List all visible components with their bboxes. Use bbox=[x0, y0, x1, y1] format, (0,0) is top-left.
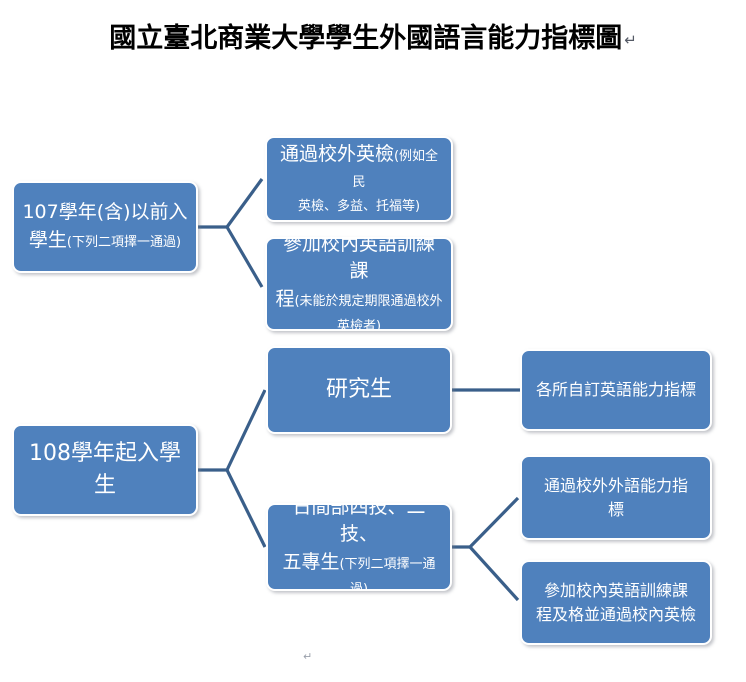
node-pass-external-language-indicator-line2: 標 bbox=[607, 499, 624, 519]
node-join-oncampus-english-course-lead2: 程 bbox=[275, 287, 295, 310]
edge-107-to-leaf-b bbox=[225, 226, 264, 288]
document-paragraph-mark: ↵ bbox=[303, 650, 313, 663]
node-day-division-students-line1: 日間部四技、二技、 bbox=[292, 503, 426, 546]
title-paragraph-mark: ↵ bbox=[624, 31, 637, 49]
node-pass-external-english-test-sub2: 英檢、多益、托福等) bbox=[297, 198, 421, 214]
node-join-oncampus-english-course-lead1: 參加校內英語訓練課 bbox=[282, 237, 435, 283]
node-pass-external-english-test[interactable]: 通過校外英檢(例如全民 英檢、多益、托福等) bbox=[265, 136, 453, 222]
node-graduate-student[interactable]: 研究生 bbox=[266, 346, 452, 434]
node-join-oncampus-english-course-sub2: 英檢者) bbox=[336, 319, 382, 331]
node-pass-external-language-indicator[interactable]: 通過校外外語能力指 標 bbox=[520, 455, 712, 540]
node-pass-oncampus-course-and-test-line1: 參加校內英語訓練課 bbox=[543, 581, 688, 601]
node-cohort-108-line1: 108學年起入學 bbox=[29, 441, 181, 467]
node-pass-oncampus-course-and-test-text: 參加校內英語訓練課 程及格並通過校內英檢 bbox=[529, 579, 703, 625]
edge-108-to-grad bbox=[225, 389, 267, 471]
edge-day-to-leaf-b bbox=[468, 545, 520, 602]
node-pass-external-english-test-text: 通過校外英檢(例如全民 英檢、多益、托福等) bbox=[274, 141, 444, 216]
node-day-division-students[interactable]: 日間部四技、二技、 五專生(下列二項擇一通過) bbox=[266, 503, 452, 591]
node-day-division-students-lead2: 五專生 bbox=[282, 550, 340, 573]
node-cohort-107[interactable]: 107學年(含)以前入 學生(下列二項擇一通過) bbox=[12, 181, 198, 273]
node-pass-oncampus-course-and-test-line2: 程及格並通過校內英檢 bbox=[535, 604, 696, 624]
node-cohort-107-line1: 107學年(含)以前入 bbox=[22, 201, 188, 224]
node-department-defined-indicator-text: 各所自訂英語能力指標 bbox=[529, 378, 703, 401]
node-pass-oncampus-course-and-test[interactable]: 參加校內英語訓練課 程及格並通過校內英檢 bbox=[520, 560, 712, 645]
node-pass-external-english-test-lead: 通過校外英檢 bbox=[279, 143, 394, 166]
page-title-text: 國立臺北商業大學學生外國語言能力指標圖 bbox=[109, 23, 623, 54]
edge-108-to-day bbox=[225, 469, 267, 548]
node-department-defined-indicator-label: 各所自訂英語能力指標 bbox=[535, 380, 696, 400]
node-day-division-students-text: 日間部四技、二技、 五專生(下列二項擇一通過) bbox=[275, 503, 443, 591]
node-department-defined-indicator[interactable]: 各所自訂英語能力指標 bbox=[520, 349, 712, 431]
node-cohort-108-text: 108學年起入學 生 bbox=[21, 438, 189, 502]
page-title: 國立臺北商業大學學生外國語言能力指標圖↵ bbox=[0, 16, 746, 55]
node-cohort-107-text: 107學年(含)以前入 學生(下列二項擇一通過) bbox=[21, 199, 189, 254]
edge-107-to-leaf-a bbox=[225, 178, 264, 228]
edge-day-to-leaf-a bbox=[468, 496, 520, 549]
node-graduate-student-label: 研究生 bbox=[325, 377, 392, 403]
node-cohort-108-line2: 生 bbox=[93, 473, 116, 498]
node-pass-external-language-indicator-line1: 通過校外外語能力指 bbox=[543, 476, 688, 496]
node-join-oncampus-english-course[interactable]: 參加校內英語訓練課 程(未能於規定期限通過校外 英檢者) bbox=[265, 237, 453, 331]
node-pass-external-english-test-sub1: (例如全民 bbox=[352, 149, 439, 190]
node-cohort-108[interactable]: 108學年起入學 生 bbox=[12, 424, 198, 516]
node-join-oncampus-english-course-sub1: (未能於規定期限通過校外 bbox=[294, 293, 443, 309]
node-cohort-107-line2-lead: 學生 bbox=[28, 229, 67, 251]
node-cohort-107-line2-sub: (下列二項擇一通過) bbox=[66, 235, 182, 250]
node-day-division-students-sub2: (下列二項擇一通過) bbox=[339, 556, 436, 591]
node-graduate-student-text: 研究生 bbox=[275, 374, 443, 406]
node-pass-external-language-indicator-text: 通過校外外語能力指 標 bbox=[529, 474, 703, 520]
node-join-oncampus-english-course-text: 參加校內英語訓練課 程(未能於規定期限通過校外 英檢者) bbox=[274, 237, 444, 331]
